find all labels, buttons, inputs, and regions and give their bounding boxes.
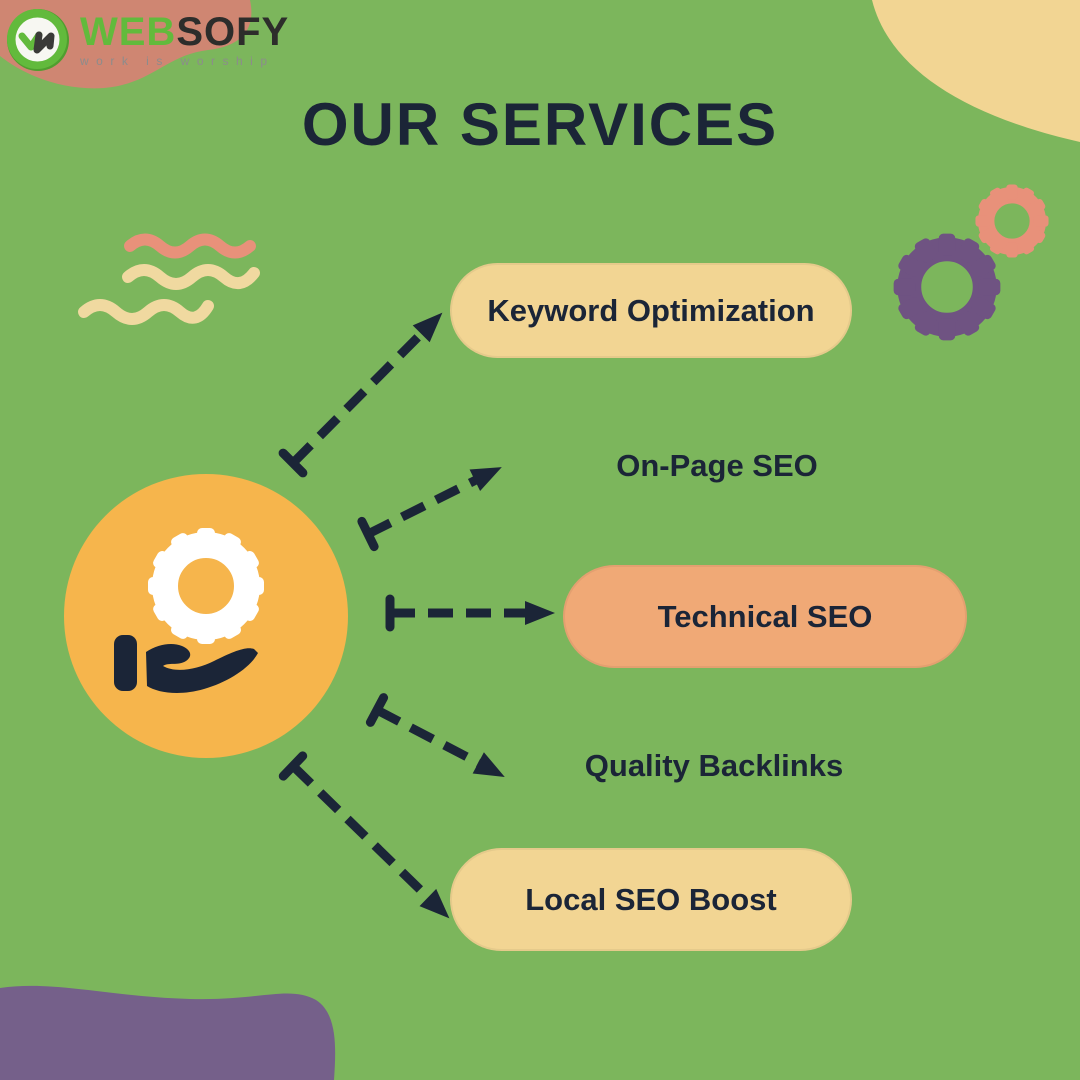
service-label: Quality Backlinks xyxy=(584,748,844,783)
squiggle-cream-2 xyxy=(78,299,214,325)
service-pill-keyword-optimization: Keyword Optimization xyxy=(450,263,852,358)
websofy-logo-icon xyxy=(7,9,69,71)
brand-tagline: work is worship xyxy=(80,54,275,68)
purple-gear-icon xyxy=(894,234,1001,341)
service-label: Local SEO Boost xyxy=(525,881,777,917)
brand-web: WEB xyxy=(80,10,177,54)
page-title: OUR SERVICES xyxy=(301,91,779,158)
service-label-quality-backlinks: Quality Backlinks xyxy=(553,744,875,788)
hand-gear-badge xyxy=(64,474,348,758)
brand-name: WEBSOFY xyxy=(80,12,289,52)
websofy-logo-text: WEBSOFY work is worship xyxy=(80,12,289,68)
salmon-gear-icon xyxy=(975,184,1048,257)
hand-icon xyxy=(114,635,258,693)
top-right-cream-blob xyxy=(872,0,1080,142)
service-label-on-page-seo: On-Page SEO xyxy=(556,444,878,488)
arrow-quality-backlinks xyxy=(365,693,505,777)
service-pill-local-seo-boost: Local SEO Boost xyxy=(450,848,852,951)
brand-sofy: SOFY xyxy=(176,10,290,54)
websofy-logo: WEBSOFY work is worship xyxy=(6,8,289,72)
bottom-left-purple-blob xyxy=(0,985,336,1080)
connector-arrows xyxy=(278,312,555,919)
squiggle-salmon xyxy=(124,233,256,259)
squiggle-lines xyxy=(78,233,260,325)
service-label: Keyword Optimization xyxy=(487,292,815,328)
service-label: On-Page SEO xyxy=(616,448,818,483)
squiggle-cream-1 xyxy=(122,264,260,290)
service-pill-technical-seo: Technical SEO xyxy=(563,565,967,668)
service-label: Technical SEO xyxy=(657,598,873,634)
arrow-keyword-optimization xyxy=(278,312,443,478)
arrow-technical-seo xyxy=(385,594,555,632)
arrow-on-page-seo xyxy=(357,467,502,552)
arrow-local-seo-boost xyxy=(278,751,450,919)
